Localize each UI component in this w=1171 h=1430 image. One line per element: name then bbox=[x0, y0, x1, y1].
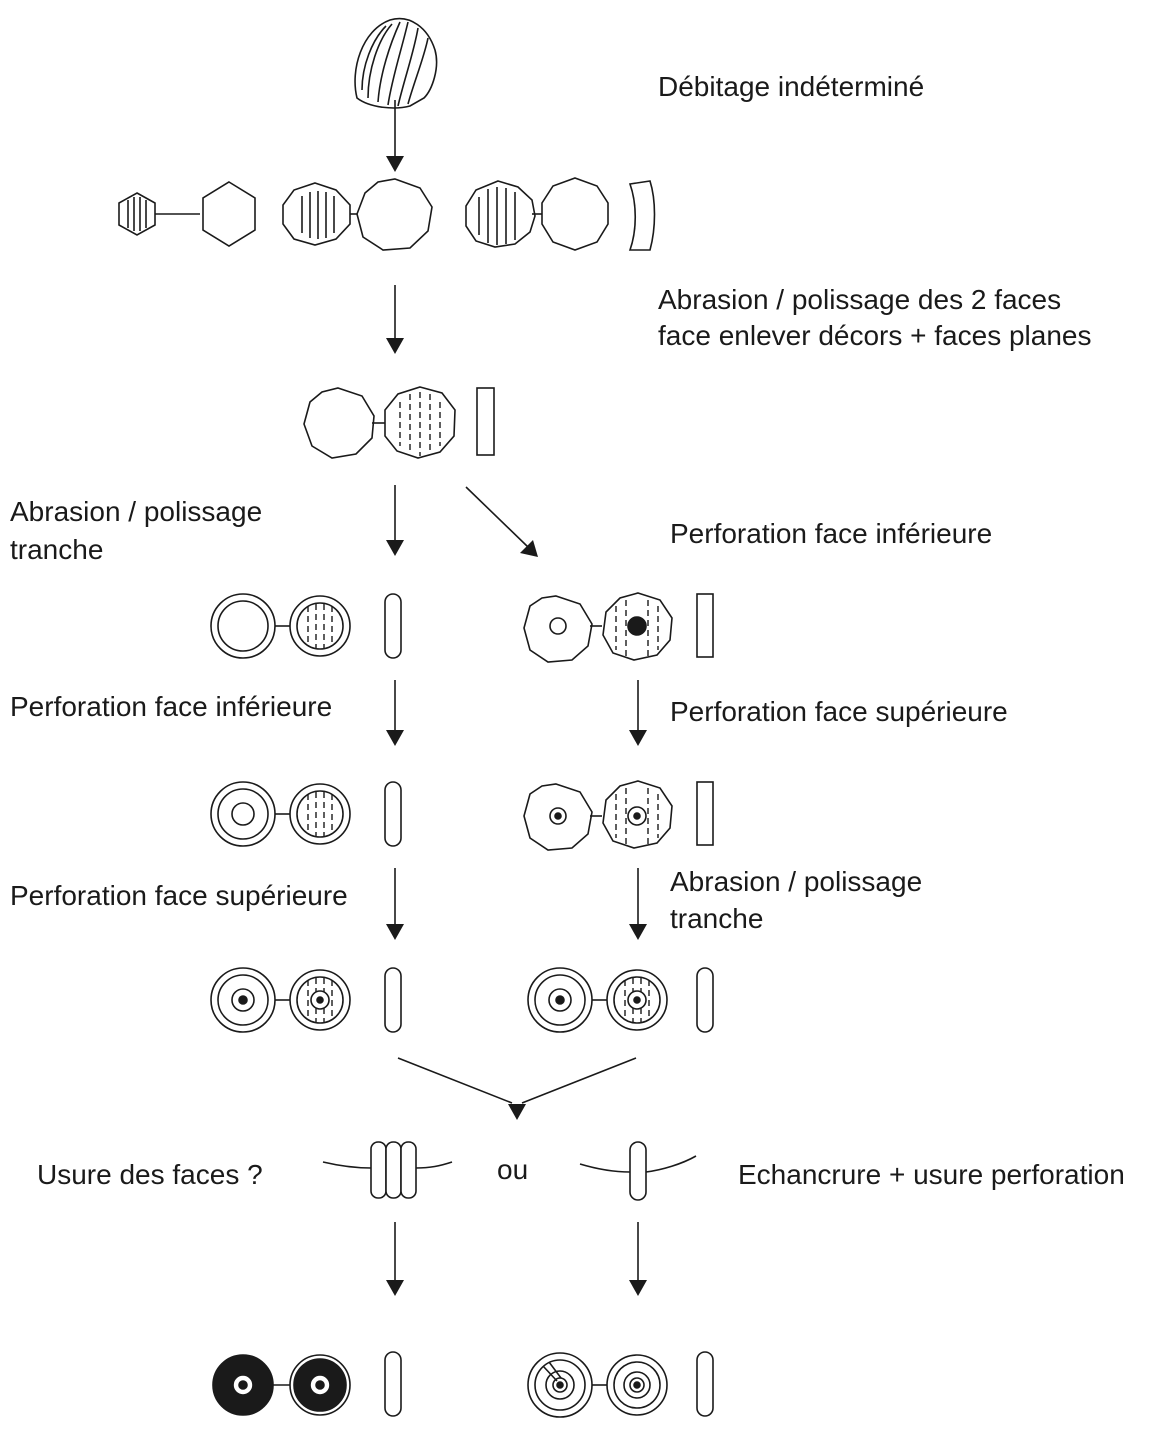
blank-group-3 bbox=[465, 177, 609, 251]
arrow-right-perf-sup-down bbox=[629, 680, 647, 746]
right-finished-bead bbox=[527, 967, 714, 1033]
notched-perforation-bead bbox=[527, 1351, 714, 1418]
label-abrasion-faces-1: Abrasion / polissage des 2 faces bbox=[658, 284, 1062, 315]
left-edge-polished bbox=[210, 593, 402, 659]
threaded-beads-stacked bbox=[322, 1141, 453, 1199]
arrow-right-branch-diagonal bbox=[465, 486, 538, 557]
label-left-perf-inf: Perforation face inférieure bbox=[10, 691, 333, 722]
label-right-abrasion-1: Abrasion / polissage bbox=[670, 866, 923, 897]
arrow-usure-down bbox=[386, 1222, 404, 1296]
right-perforated-superior bbox=[523, 780, 714, 851]
label-ou: ou bbox=[497, 1154, 529, 1185]
label-right-abrasion-2: tranche bbox=[670, 903, 764, 934]
label-debitage: Débitage indéterminé bbox=[658, 71, 925, 102]
arrow-left-perf-sup-down bbox=[386, 868, 404, 940]
shell-raw-material-icon bbox=[354, 17, 438, 109]
arrow-right-abrasion-down bbox=[629, 868, 647, 940]
arrow-debitage-down bbox=[386, 100, 404, 172]
label-right-perf-sup: Perforation face supérieure bbox=[670, 696, 1008, 727]
polished-blank bbox=[303, 386, 495, 459]
arrow-left-perf-inf-down bbox=[386, 680, 404, 746]
left-finished-bead bbox=[210, 967, 402, 1033]
blank-group-2 bbox=[282, 178, 433, 251]
label-right-perf-inf: Perforation face inférieure bbox=[670, 518, 993, 549]
shell-edge-profile-1 bbox=[628, 180, 656, 251]
label-left-abrasion-1: Abrasion / polissage bbox=[10, 496, 263, 527]
threaded-bead-single bbox=[579, 1141, 697, 1201]
arrow-polish-faces-down bbox=[386, 285, 404, 354]
arrows bbox=[386, 100, 647, 1296]
blank-group-1 bbox=[118, 181, 256, 247]
label-abrasion-faces-2: face enlever décors + faces planes bbox=[658, 320, 1092, 351]
worn-faces-bead bbox=[212, 1351, 402, 1417]
arrow-left-branch-down bbox=[386, 485, 404, 556]
arrow-merge bbox=[397, 1057, 637, 1120]
label-left-perf-sup: Perforation face supérieure bbox=[10, 880, 348, 911]
right-perforated-inferior bbox=[523, 592, 714, 663]
label-echancrure: Echancrure + usure perforation bbox=[738, 1159, 1125, 1190]
label-usure-des-faces: Usure des faces ? bbox=[37, 1159, 263, 1190]
arrow-echancrure-down bbox=[629, 1222, 647, 1296]
label-left-abrasion-2: tranche bbox=[10, 534, 104, 565]
left-perforated-inferior bbox=[210, 781, 402, 847]
